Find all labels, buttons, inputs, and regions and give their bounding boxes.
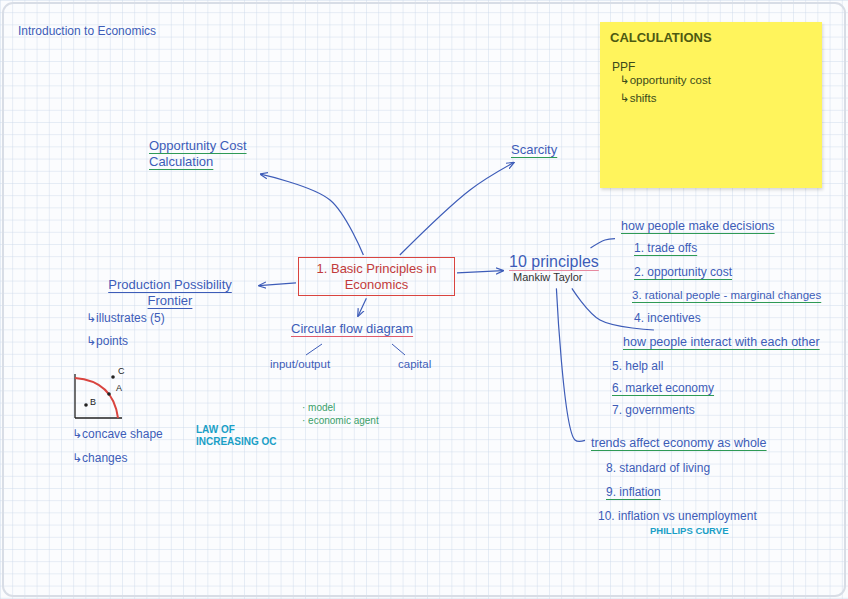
note-label: 3. rational people - marginal changes	[632, 289, 821, 303]
note-label: capital	[398, 358, 431, 372]
topic-text: Opportunity Cost Calculation	[146, 136, 264, 171]
node-text: how people make decisions	[621, 219, 775, 234]
node-text: ↳shifts	[620, 92, 812, 106]
page-edge	[3, 3, 845, 596]
note-label: B	[90, 397, 96, 408]
branch-strokes	[306, 344, 405, 355]
note-label: A	[116, 383, 122, 394]
node-text: ↳opportunity cost	[620, 74, 812, 88]
note-label: LAW OF INCREASING OC	[196, 424, 292, 448]
note-label: · model	[302, 402, 335, 414]
ppf-curve	[75, 378, 118, 418]
node-text: PPF	[612, 60, 812, 74]
note-label: PHILLIPS CURVE	[650, 525, 728, 536]
note-label: C	[118, 366, 125, 377]
branch-heading: how people interact with each other	[620, 333, 823, 352]
node-text: Opportunity Cost Calculation	[149, 138, 261, 169]
axis	[75, 417, 122, 418]
note-label: ↳concave shape	[72, 427, 163, 441]
topic-text: Production Possibility Frontier	[84, 275, 256, 310]
topic-text: 10 principlesMankiw Taylor	[506, 250, 602, 286]
note-label: input/output	[270, 358, 330, 372]
note-label: 8. standard of living	[606, 461, 710, 475]
node-text: Production Possibility Frontier	[87, 277, 253, 308]
node-text: 1. Basic Principles in Economics	[303, 261, 450, 292]
note-label: · economic agent	[302, 415, 379, 427]
node-text: how people interact with each other	[623, 335, 820, 350]
connector	[400, 163, 514, 255]
branch-line	[392, 344, 405, 355]
connector	[260, 174, 363, 255]
branch-heading: how people make decisions	[618, 217, 778, 236]
sticky-note: CALCULATIONS PPF↳opportunity cost ↳shifts	[600, 22, 822, 188]
topic-text: Scarcity	[508, 140, 560, 160]
connector	[457, 271, 503, 273]
axis	[74, 374, 75, 418]
note-label: ↳illustrates (5)	[86, 311, 165, 325]
note-label: 4. incentives	[634, 311, 701, 325]
node-text: trends affect economy as whole	[591, 436, 767, 451]
ppf-graph	[75, 374, 122, 418]
note-label: ↳points	[86, 334, 128, 348]
note-label: 9. inflation	[606, 485, 661, 499]
point-dot	[84, 403, 88, 407]
branch-line	[306, 344, 322, 355]
page-title: Introduction to Economics	[18, 24, 156, 38]
node-text: CALCULATIONS	[610, 30, 812, 46]
connector	[358, 298, 366, 316]
point-dot	[111, 375, 115, 379]
connector	[556, 288, 585, 441]
node-text: Scarcity	[511, 142, 557, 158]
note-label: 1. trade offs	[634, 241, 697, 255]
note-label: 10. inflation vs unemployment	[598, 509, 757, 523]
note-label: 5. help all	[612, 359, 663, 373]
branch-heading: trends affect economy as whole	[588, 434, 770, 453]
connector	[591, 239, 615, 248]
note-label: ↳changes	[72, 451, 127, 465]
node-text: 10 principles	[509, 252, 599, 271]
central-box: 1. Basic Principles in Economics	[298, 257, 455, 296]
note-label: 2. opportunity cost	[634, 265, 732, 279]
topic-text: Circular flow diagram	[288, 319, 416, 339]
note-label: 6. market economy	[612, 381, 714, 395]
connector	[259, 283, 296, 286]
node-text: Mankiw Taylor	[513, 271, 599, 284]
note-label: 7. governments	[612, 403, 695, 417]
point-dot	[107, 392, 111, 396]
node-text: Circular flow diagram	[291, 321, 413, 337]
